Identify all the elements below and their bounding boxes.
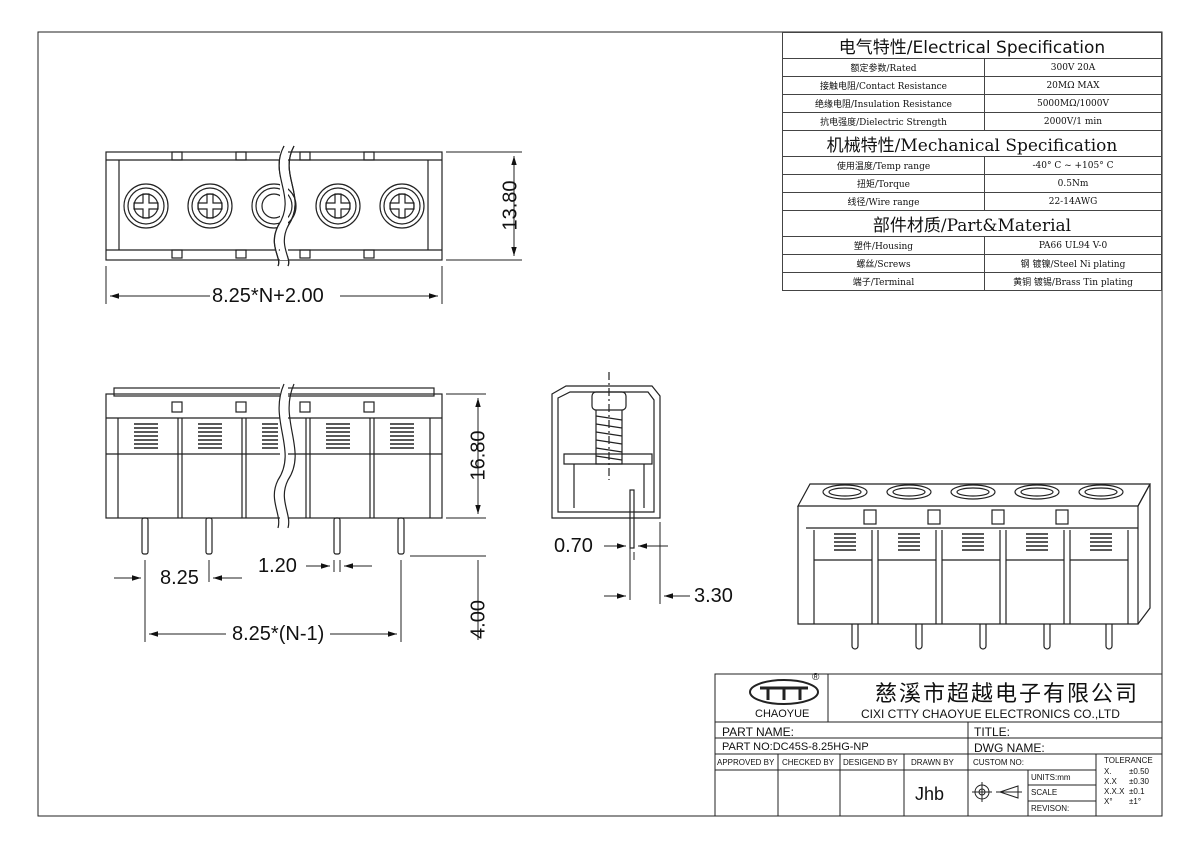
drawn-by-value: Jhb (915, 784, 945, 804)
tolerance-value: ±0.50 (1129, 767, 1149, 776)
pins (141, 517, 405, 555)
material-spec-title: 部件材质/Part&Material (782, 210, 1162, 237)
electrical-spec-title: 电气特性/Electrical Specification (782, 32, 1162, 59)
spec-value: 黄铜 镀锡/Brass Tin plating (984, 272, 1162, 291)
dwg-name-label: DWG NAME: (974, 741, 1045, 755)
spec-label: 扭矩/Torque (782, 174, 985, 193)
spec-label: 螺丝/Screws (782, 254, 985, 273)
dim-top-height: 13.80 (499, 180, 522, 231)
top-view-dims (105, 151, 522, 304)
title-label: TITLE: (974, 725, 1011, 739)
tolerance-key: X.X (1104, 777, 1117, 786)
spec-value: 0.5Nm (984, 174, 1162, 193)
tolerance-value: ±0.1 (1129, 787, 1145, 796)
front-view-dims (114, 393, 486, 642)
spec-value: 5000MΩ/1000V (984, 94, 1162, 113)
title-block: ® CHAOYUE 慈溪市超越电子有限公司 CIXI CTTY CHAOYUE … (715, 672, 1162, 816)
dim-pin-length: 4.00 (467, 600, 490, 639)
spec-label: 塑件/Housing (782, 236, 985, 255)
scale-label: SCALE (1031, 788, 1058, 797)
company-name-cn: 慈溪市超越电子有限公司 (875, 681, 1140, 706)
checked-by-label: CHECKED BY (782, 758, 835, 767)
tolerance-value: ±1° (1129, 797, 1142, 806)
side-section-view (551, 372, 661, 549)
spec-label: 绝缘电阻/Insulation Resistance (782, 94, 985, 113)
spec-value: 2000V/1 min (984, 112, 1162, 131)
spec-label: 端子/Terminal (782, 272, 985, 291)
specification-table: 电气特性/Electrical Specification 额定参数/Rated… (782, 32, 1162, 291)
dim-pin-width: 1.20 (258, 555, 297, 577)
tolerance-key: X. (1104, 767, 1112, 776)
company-name-en: CIXI CTTY CHAOYUE ELECTRONICS CO.,LTD (861, 707, 1120, 721)
spec-value: 钢 镀镍/Steel Ni plating (984, 254, 1162, 273)
dim-span: 8.25*(N-1) (232, 623, 325, 645)
company-logo (749, 679, 819, 705)
mechanical-spec-title: 机械特性/Mechanical Specification (782, 130, 1162, 157)
spec-label: 线径/Wire range (782, 192, 985, 211)
spec-value: -40° C ~ +105° C (984, 156, 1162, 175)
dim-pin-thickness: 0.70 (554, 535, 593, 557)
spec-label: 使用温度/Temp range (782, 156, 985, 175)
side-section-dims (604, 522, 690, 604)
dim-front-height: 16.80 (467, 430, 490, 481)
designed-by-label: DESIGEND BY (843, 758, 898, 767)
spec-value: 20MΩ MAX (984, 76, 1162, 95)
title-block-grid (714, 673, 1163, 817)
logo-text: CHAOYUE (755, 708, 810, 720)
registered-mark: ® (812, 672, 820, 683)
tolerance-key: X.X.X (1104, 787, 1125, 796)
part-number: PART NO:DC45S-8.25HG-NP (722, 741, 869, 753)
isometric-view (796, 483, 1152, 650)
tolerance-key: X° (1104, 797, 1113, 806)
projection-symbol (972, 782, 1022, 802)
revision-label: REVISON: (1031, 804, 1070, 813)
spec-value: 22-14AWG (984, 192, 1162, 211)
drawing-frame (37, 31, 1163, 817)
custom-no-label: CUSTOM NO: (973, 758, 1024, 767)
spec-value: 300V 20A (984, 58, 1162, 77)
spec-label: 接触电阻/Contact Resistance (782, 76, 985, 95)
spec-label: 抗电强度/Dielectric Strength (782, 112, 985, 131)
units-label: UNITS:mm (1031, 773, 1071, 782)
dim-top-width: 8.25*N+2.00 (212, 285, 324, 307)
approved-by-label: APPROVED BY (717, 758, 775, 767)
spec-label: 额定参数/Rated (782, 58, 985, 77)
screw-heads (123, 183, 425, 229)
dim-pitch: 8.25 (160, 567, 199, 589)
part-name-label: PART NAME: (722, 725, 795, 739)
tolerance-value: ±0.30 (1129, 777, 1149, 786)
springs (134, 423, 414, 449)
tolerance-title: TOLERANCE (1104, 756, 1153, 765)
top-view (105, 145, 443, 267)
front-view (105, 383, 443, 555)
spec-value: PA66 UL94 V-0 (984, 236, 1162, 255)
drawn-by-label: DRAWN BY (911, 758, 954, 767)
dim-pin-offset: 3.30 (694, 585, 733, 607)
